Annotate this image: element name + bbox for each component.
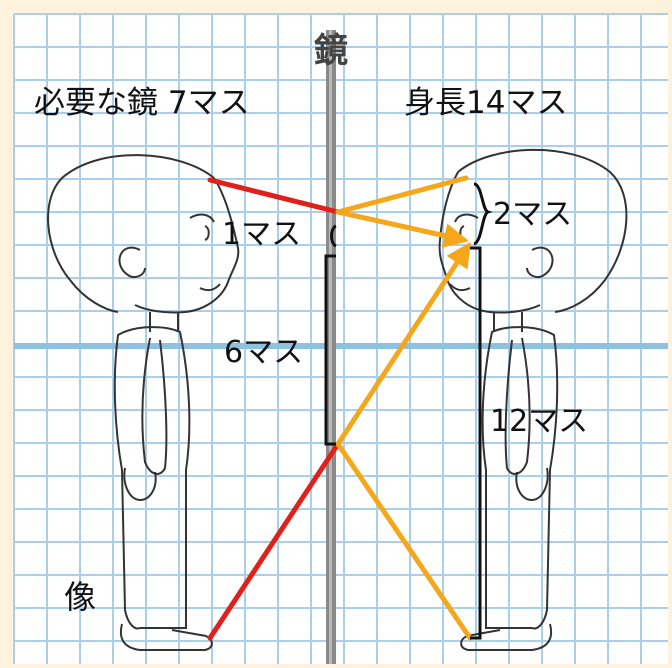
orange-ray-top-out (335, 175, 469, 215)
mirror-highlight (329, 30, 332, 664)
real-figure-ear (526, 246, 554, 278)
real-figure-eyebrow (454, 213, 479, 223)
bracket-six-squares (324, 254, 336, 446)
mirror-figure-hair (47, 154, 215, 313)
red-ray-top (207, 177, 341, 215)
mirror-figure-body (113, 326, 191, 630)
orange-rays (335, 175, 473, 641)
bracket-two-squares (473, 182, 493, 246)
mirror-image-figure (47, 154, 240, 651)
real-figure-neck (493, 312, 523, 332)
mirror-figure-mouth (199, 283, 221, 292)
real-figure-body (481, 326, 559, 630)
mirror-figure-eye (204, 225, 210, 241)
red-rays (207, 177, 341, 641)
brackets (324, 182, 493, 640)
two-squares-label: 2マス (493, 197, 572, 232)
real-figure-shoe (460, 623, 552, 651)
mirror-figure-neck (149, 312, 179, 332)
real-figure-hand (515, 467, 549, 502)
height-label: 身長14マス (404, 85, 567, 121)
bracket-twelve-squares (470, 246, 482, 640)
mirror-figure-ear (118, 246, 146, 278)
twelve-squares-label: 12マス (490, 404, 588, 439)
orange-ray-top-in (335, 209, 469, 248)
real-figure (438, 148, 628, 651)
real-figure-mouth (449, 283, 471, 292)
real-figure-hair (457, 148, 628, 313)
image-label: 像 (64, 578, 96, 616)
grid-lines (13, 13, 668, 664)
mirror-figure-face (134, 177, 240, 314)
mirror-figure-hand (123, 467, 157, 502)
six-squares-label: 6マス (224, 335, 303, 370)
mirror-label: 鏡 (314, 31, 348, 71)
required-mirror-label: 必要な鏡 7マス (34, 85, 250, 121)
bracket-one-square (330, 224, 337, 248)
orange-ray-bottom-out (335, 441, 473, 641)
one-square-label: 1マス (222, 217, 301, 252)
real-figure-face (438, 171, 541, 314)
orange-ray-bottom-in (335, 241, 471, 447)
mirror-figure-eyebrow (189, 213, 215, 223)
red-ray-bottom (207, 441, 341, 641)
